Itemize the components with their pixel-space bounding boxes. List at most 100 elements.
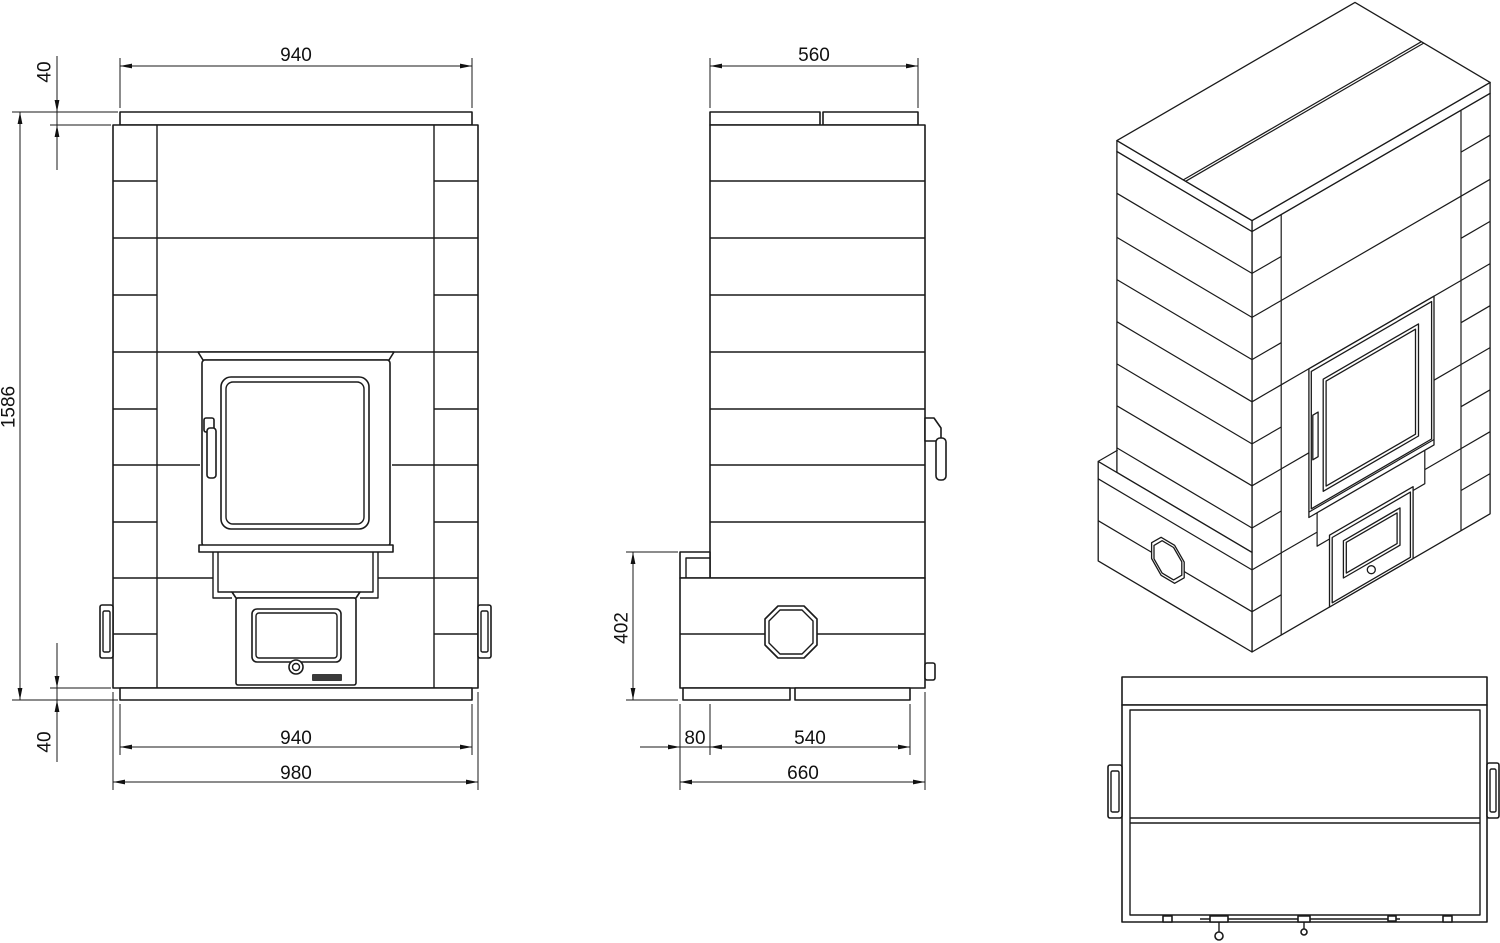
iso-front-tile-joint [1251, 426, 1282, 445]
dim-top-width: 940 [280, 45, 312, 66]
fire-door-glass [225, 381, 365, 525]
base-plinth [119, 687, 473, 701]
plan-right-handle [1486, 762, 1500, 819]
top-slab-front [822, 111, 919, 126]
iso-front-tile-joint [1460, 347, 1491, 366]
iso-fire-door-glass [1325, 328, 1417, 487]
base-step [679, 551, 711, 579]
iso-front-tile-joint [1251, 384, 1282, 403]
iso-front-tile-joint [1280, 452, 1310, 470]
front-view-dimensions: 940 40 1586 40 940 980 [0, 45, 479, 790]
door-handle-side [935, 437, 947, 481]
iso-front-tile-joint [1460, 220, 1491, 239]
side-handle-plate-inner [768, 609, 814, 655]
fire-door-glass-frame [220, 376, 370, 530]
dim-step-depth: 80 [684, 728, 705, 749]
plan-left-handle [1107, 764, 1123, 819]
iso-base-ledge [1097, 449, 1119, 462]
iso-door-lower-trim [1316, 512, 1330, 547]
side-view-dimensions: 560 402 80 540 660 [612, 45, 926, 790]
dim-total-width: 980 [280, 763, 312, 784]
plan-view [1107, 676, 1500, 941]
iso-side-tile-joint [1116, 447, 1253, 529]
plan-left-handle-grip [1110, 770, 1120, 813]
top-slab [119, 111, 473, 126]
iso-front-tile-joint [1251, 299, 1282, 318]
iso-front-tile-joint [1280, 195, 1462, 302]
iso-front-tile-joint [1433, 363, 1462, 381]
iso-side-tile-joint [1116, 321, 1253, 403]
iso-ash-door-knob [1366, 565, 1376, 575]
plan-body [1121, 704, 1488, 923]
iso-cap-seam [1185, 42, 1425, 182]
iso-front-tile-joint [1460, 178, 1491, 197]
iso-front-tile-joint [1460, 431, 1491, 450]
dim-top-depth: 560 [798, 45, 830, 66]
dim-body-depth: 540 [794, 728, 826, 749]
iso-front-tile-joint [1460, 389, 1491, 408]
dim-total-height: 1586 [0, 386, 20, 428]
ash-door-knob-side [924, 662, 936, 681]
right-side-handle-grip [480, 610, 489, 653]
iso-front-tile-joint [1251, 594, 1282, 613]
iso-side-tile-joint [1116, 405, 1253, 487]
iso-ash-door-window [1345, 512, 1398, 574]
iso-side-tile-joint [1097, 478, 1253, 571]
plan-handle-end [1300, 928, 1308, 936]
iso-door-handle [1312, 411, 1319, 461]
plan-split [1130, 817, 1480, 824]
iso-front-tile-joint [1251, 552, 1282, 571]
iso-door-lower-trim [1412, 450, 1426, 492]
plan-foot-right [1442, 915, 1453, 923]
plinth-back [682, 687, 791, 701]
fire-door-sill [198, 544, 394, 553]
iso-side-tile-joint [1116, 279, 1253, 361]
extension-lines [12, 58, 479, 790]
iso-front-tile-joint [1251, 342, 1282, 361]
iso-side-handle-plate-inner [1153, 540, 1183, 581]
ash-door-window-frame [251, 608, 342, 663]
door-lower-trim [212, 552, 379, 599]
iso-side-tile-joint [1116, 192, 1253, 274]
side-view [679, 111, 947, 701]
plan-knob-base [1209, 915, 1229, 923]
iso-front-tile-joint [1280, 531, 1318, 554]
left-side-handle-grip [102, 610, 111, 653]
dim-bottom-width: 940 [280, 728, 312, 749]
plan-body-inner [1129, 709, 1481, 916]
plan-right-handle-grip [1489, 768, 1497, 813]
iso-front-tile-joint [1251, 255, 1282, 274]
plan-top-slab [1121, 676, 1488, 706]
iso-front-tile-joint [1424, 448, 1462, 471]
iso-cap-seam [1182, 41, 1422, 181]
iso-side-tile-joint [1116, 236, 1253, 318]
side-tile-joints [680, 180, 925, 635]
base-step-inner [685, 557, 710, 578]
plan-knob [1214, 931, 1224, 941]
iso-front-tile-joint [1460, 134, 1491, 153]
fire-door-top-frame [197, 351, 395, 361]
brand-badge [312, 674, 342, 681]
ash-door-window [255, 612, 338, 659]
plan-foot-left [1162, 915, 1173, 923]
iso-side-tile-joint [1116, 363, 1253, 445]
isometric-view [1097, 1, 1491, 653]
door-handle-bracket-side [924, 417, 942, 442]
plinth-front [794, 687, 911, 701]
side-handle-plate [764, 605, 818, 659]
iso-front-tile-joint [1460, 305, 1491, 324]
door-handle [206, 427, 217, 479]
plan-foot-middle [1387, 915, 1397, 922]
iso-front-tile-joint [1251, 468, 1282, 487]
iso-cap-top [1116, 1, 1491, 222]
iso-front-tile-joint [1251, 510, 1282, 529]
left-side-handle [99, 604, 114, 659]
dim-total-depth: 660 [787, 763, 819, 784]
dim-plinth-height: 40 [35, 731, 56, 752]
top-slab-back [709, 111, 821, 126]
plan-handle-base [1297, 915, 1311, 923]
iso-front-tile-joint [1460, 263, 1491, 282]
right-side-handle [477, 604, 492, 659]
ash-door-top [231, 591, 361, 599]
